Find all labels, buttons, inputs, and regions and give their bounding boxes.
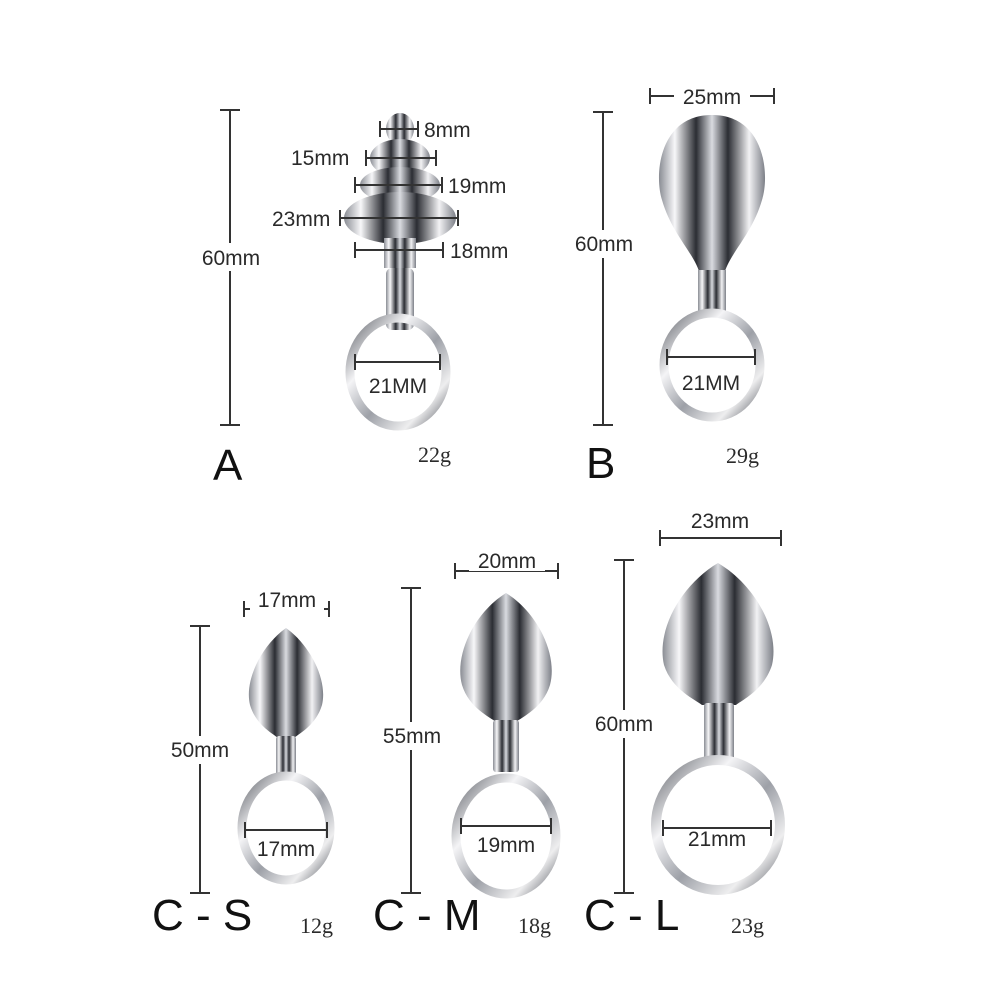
- top-label-c-m: 20mm: [478, 550, 536, 573]
- ribbed-head-a: [344, 113, 456, 330]
- weight-label-c-m: 18g: [518, 913, 551, 938]
- weight-label-c-s: 12g: [300, 913, 333, 938]
- top-label-b: 25mm: [683, 86, 741, 109]
- weight-label-c-l: 23g: [731, 913, 764, 938]
- height-label-c-l: 60mm: [595, 713, 653, 736]
- tier-dimensions-a: 8mm 15mm 19mm 23mm 18mm: [272, 119, 508, 263]
- ring-c-s: 17mm: [237, 771, 335, 885]
- product-c-m: 55mm 20mm 19mm C - M 18g: [373, 549, 561, 940]
- tier-label-23mm: 23mm: [272, 208, 330, 231]
- product-a: 60mm 8mm 15mm 19mm: [195, 109, 508, 490]
- product-c-s: 50mm 17mm 17mm C - S 12g: [152, 588, 335, 940]
- ring-b: 21MM: [659, 308, 765, 422]
- height-label-b: 60mm: [575, 233, 633, 256]
- height-label-c-m: 55mm: [383, 725, 441, 748]
- top-dimension-c-s: 17mm: [243, 588, 330, 617]
- teardrop-head-c-s: [248, 628, 324, 776]
- product-c-l: 60mm 23mm 21mm C - L 23g: [584, 510, 785, 940]
- teardrop-head-b: [658, 115, 766, 312]
- ring-c-m: 19mm: [451, 773, 561, 899]
- product-label-c-l: C - L: [584, 891, 679, 940]
- height-dimension-c-l: 60mm: [587, 559, 659, 894]
- ring-label-c-s: 17mm: [257, 838, 315, 861]
- tier-label-19mm: 19mm: [448, 175, 506, 198]
- product-label-b: B: [586, 439, 615, 488]
- top-dimension-b: 25mm: [649, 84, 775, 110]
- ring-label-a: 21MM: [369, 375, 427, 398]
- height-dimension-a: 60mm: [195, 109, 267, 426]
- product-label-a: A: [213, 441, 243, 490]
- weight-label-a: 22g: [418, 442, 451, 467]
- top-label-c-s: 17mm: [258, 589, 316, 612]
- top-label-c-l: 23mm: [691, 510, 749, 533]
- product-label-c-m: C - M: [373, 891, 481, 940]
- product-label-c-s: C - S: [152, 891, 252, 940]
- height-dimension-c-m: 55mm: [374, 587, 446, 894]
- weight-label-b: 29g: [726, 443, 759, 468]
- teardrop-head-c-l: [662, 563, 774, 763]
- ring-c-l: 21mm: [651, 755, 785, 895]
- tier-label-18mm: 18mm: [450, 240, 508, 263]
- ring-label-c-l: 21mm: [688, 828, 746, 851]
- ring-label-c-m: 19mm: [477, 834, 535, 857]
- tier-label-8mm: 8mm: [424, 119, 471, 142]
- tier-label-15mm: 15mm: [291, 147, 349, 170]
- ring-label-b: 21MM: [682, 372, 740, 395]
- height-label-c-s: 50mm: [171, 739, 229, 762]
- teardrop-head-c-m: [460, 593, 552, 772]
- top-dimension-c-m: 20mm: [454, 549, 559, 579]
- height-label-a: 60mm: [202, 247, 260, 270]
- ring-a: 21MM: [345, 313, 451, 431]
- height-dimension-c-s: 50mm: [163, 625, 235, 894]
- product-b: 60mm 25mm 21MM B 29g: [566, 84, 775, 488]
- top-dimension-c-l: 23mm: [659, 510, 782, 546]
- height-dimension-b: 60mm: [566, 111, 638, 426]
